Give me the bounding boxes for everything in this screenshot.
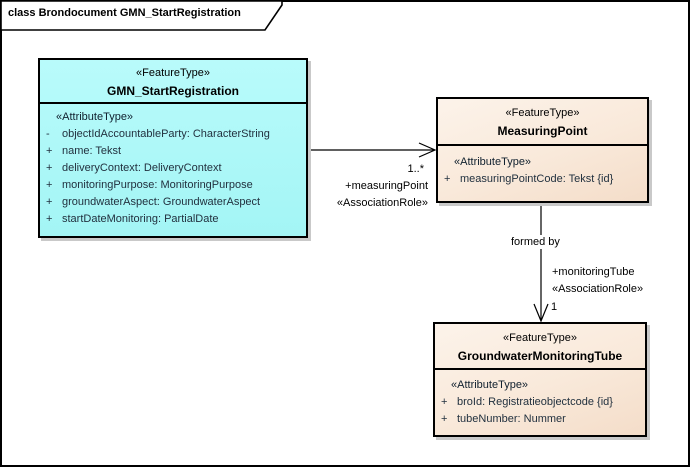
attribute-row: + groundwaterAspect: GroundwaterAspect bbox=[46, 194, 300, 211]
attribute-row: + measuringPointCode: Tekst {id} bbox=[444, 171, 641, 188]
class-header: «FeatureType» GroundwaterMonitoringTube bbox=[435, 324, 645, 370]
attribute-text: groundwaterAspect: GroundwaterAspect bbox=[62, 196, 261, 208]
visibility-marker: + bbox=[444, 173, 451, 185]
attribute-text: startDateMonitoring: PartialDate bbox=[62, 213, 219, 225]
attribute-row: + startDateMonitoring: PartialDate bbox=[46, 211, 300, 228]
association-multiplicity: 1 bbox=[551, 301, 558, 313]
attribute-row: + name: Tekst bbox=[46, 143, 300, 160]
attribute-text: name: Tekst bbox=[62, 145, 122, 157]
attribute-text: measuringPointCode: Tekst {id} bbox=[460, 173, 614, 185]
association-multiplicity: 1..* bbox=[407, 163, 424, 175]
association-role-name: +monitoringTube bbox=[552, 266, 635, 278]
class-header: «FeatureType» GMN_StartRegistration bbox=[40, 60, 306, 104]
class-attribute-compartment: «AttributeType» - objectIdAccountablePar… bbox=[40, 104, 306, 228]
association-stereotype: «AssociationRole» bbox=[552, 283, 644, 295]
association-measuring-point-connector[interactable] bbox=[308, 142, 437, 158]
attribute-text: deliveryContext: DeliveryContext bbox=[62, 162, 222, 174]
class-gmn-startregistration[interactable]: «FeatureType» GMN_StartRegistration «Att… bbox=[38, 58, 308, 238]
visibility-marker: + bbox=[46, 179, 53, 191]
class-stereotype: «FeatureType» bbox=[136, 67, 210, 79]
attribute-text: broId: Registratieobjectcode {id} bbox=[457, 396, 613, 408]
visibility-marker: + bbox=[441, 413, 448, 425]
visibility-marker: + bbox=[46, 213, 53, 225]
attribute-stereotype: «AttributeType» bbox=[56, 111, 134, 123]
attribute-stereotype: «AttributeType» bbox=[451, 379, 529, 391]
class-stereotype: «FeatureType» bbox=[503, 332, 577, 344]
class-stereotype: «FeatureType» bbox=[505, 107, 580, 119]
class-name: GMN_StartRegistration bbox=[106, 84, 240, 98]
class-name: MeasuringPoint bbox=[497, 124, 588, 138]
attribute-stereotype: «AttributeType» bbox=[454, 156, 532, 168]
visibility-marker: + bbox=[46, 145, 53, 157]
class-attribute-compartment: «AttributeType» + broId: Registratieobje… bbox=[435, 370, 645, 428]
attribute-text: tubeNumber: Nummer bbox=[457, 413, 566, 425]
class-header: «FeatureType» MeasuringPoint bbox=[438, 99, 647, 146]
class-measuringpoint[interactable]: «FeatureType» MeasuringPoint «AttributeT… bbox=[436, 97, 649, 203]
attribute-row: + broId: Registratieobjectcode {id} bbox=[441, 394, 639, 411]
visibility-marker: - bbox=[46, 128, 50, 140]
diagram-title-tab-shape bbox=[0, 0, 283, 31]
visibility-marker: + bbox=[441, 396, 448, 408]
attribute-row: + tubeNumber: Nummer bbox=[441, 411, 639, 428]
visibility-marker: + bbox=[46, 196, 53, 208]
association-monitoring-tube-connector[interactable] bbox=[533, 203, 549, 323]
attribute-row: - objectIdAccountableParty: CharacterStr… bbox=[46, 126, 300, 143]
visibility-marker: + bbox=[46, 162, 53, 174]
association-stereotype: «AssociationRole» bbox=[336, 197, 428, 209]
association-role-name: +measuringPoint bbox=[345, 180, 428, 192]
class-attribute-compartment: «AttributeType» + measuringPointCode: Te… bbox=[438, 146, 647, 188]
class-name: GroundwaterMonitoringTube bbox=[457, 349, 623, 363]
class-groundwatermonitoringtube[interactable]: «FeatureType» GroundwaterMonitoringTube … bbox=[433, 322, 647, 437]
attribute-row: + deliveryContext: DeliveryContext bbox=[46, 160, 300, 177]
attribute-row: + monitoringPurpose: MonitoringPurpose bbox=[46, 177, 300, 194]
attribute-text: objectIdAccountableParty: CharacterStrin… bbox=[62, 128, 270, 140]
attribute-text: monitoringPurpose: MonitoringPurpose bbox=[62, 179, 253, 191]
diagram-title: class Brondocument GMN_StartRegistration bbox=[8, 7, 241, 19]
association-name: formed by bbox=[508, 235, 563, 249]
